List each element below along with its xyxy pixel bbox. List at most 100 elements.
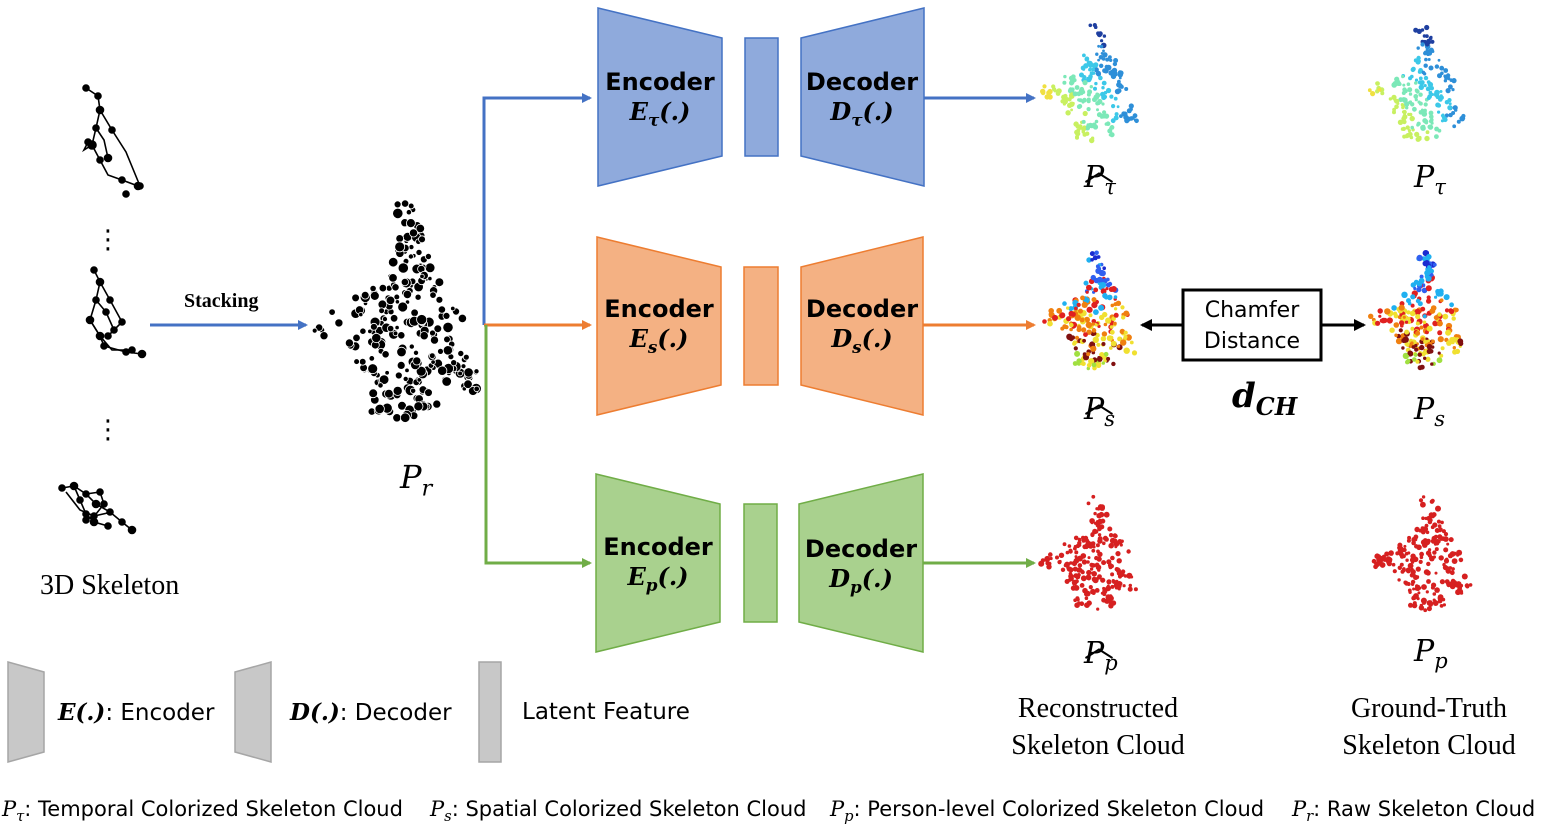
cloud-point <box>1437 58 1441 62</box>
cloud-point <box>1074 335 1080 340</box>
cloud-point <box>1430 538 1436 544</box>
cloud-point <box>1440 520 1444 525</box>
cloud-point <box>410 308 419 317</box>
cloud-point <box>1397 578 1401 582</box>
cloud-point <box>1056 88 1062 94</box>
cloud-point <box>1416 46 1420 50</box>
cloud-point <box>1096 607 1100 611</box>
cloud-point <box>1098 269 1105 277</box>
cloud-point <box>1094 588 1100 593</box>
cloud-point <box>463 367 474 378</box>
cloud-point <box>1374 561 1378 565</box>
cloud-point <box>1422 350 1427 356</box>
cloud-point <box>1052 314 1058 321</box>
decoder-spatial-block <box>800 236 924 416</box>
cloud-point <box>1405 558 1409 562</box>
cloud-point <box>1443 294 1450 301</box>
cloud-point <box>1411 540 1416 546</box>
cloud-point <box>1426 343 1433 350</box>
cloud-point <box>1120 339 1127 346</box>
cloud-point <box>1428 90 1433 95</box>
cloud-point <box>1456 553 1460 557</box>
cloud-point <box>1391 82 1397 88</box>
cloud-point <box>1423 63 1428 68</box>
cloud-point <box>1116 88 1122 94</box>
legend-encoder-shape <box>7 661 45 763</box>
cloud-point <box>1446 340 1452 346</box>
cloud-point <box>1106 584 1110 588</box>
cloud-point <box>1132 113 1138 119</box>
cloud-point <box>1415 321 1420 326</box>
cloud-point <box>1079 583 1085 588</box>
cloud-point <box>1429 268 1434 274</box>
cloud-point <box>1102 311 1108 318</box>
cloud-point <box>1426 38 1431 44</box>
cloud-point <box>1437 330 1443 336</box>
cloud-point <box>1418 76 1423 81</box>
cloud-point <box>1422 599 1427 604</box>
cloud-point <box>1106 87 1112 94</box>
cloud-point <box>1421 70 1426 75</box>
cloud-point <box>1060 567 1066 572</box>
cloud-point <box>1427 124 1434 130</box>
cloud-point <box>1118 70 1124 76</box>
cloud-point <box>1437 320 1443 327</box>
ground-truth-person-cloud <box>1371 495 1473 613</box>
cloud-point <box>1397 565 1403 570</box>
cloud-point <box>1089 251 1095 257</box>
cloud-point <box>1415 314 1421 320</box>
cloud-point <box>1402 352 1410 360</box>
cloud-point <box>1421 495 1426 499</box>
cloud-point <box>1105 277 1110 282</box>
cloud-point <box>1101 361 1106 365</box>
cloud-point <box>1086 501 1091 506</box>
cloud-point <box>1442 313 1449 320</box>
cloud-point <box>1425 130 1430 135</box>
cloud-point <box>1437 336 1444 343</box>
cloud-point <box>1093 86 1097 91</box>
cloud-point <box>1410 326 1415 331</box>
cloud-point <box>367 328 373 335</box>
cloud-point <box>1461 573 1468 580</box>
cloud-point <box>394 324 400 331</box>
cloud-point <box>1113 295 1118 299</box>
cloud-point <box>1384 308 1391 315</box>
cloud-point <box>1068 548 1073 553</box>
cloud-point <box>1425 590 1429 594</box>
cloud-point <box>1391 562 1396 567</box>
cloud-point <box>1076 302 1081 307</box>
cloud-point <box>1081 301 1088 308</box>
cloud-point <box>1091 302 1098 309</box>
cloud-point <box>1452 105 1458 111</box>
cloud-point <box>1113 58 1119 63</box>
cloud-point <box>442 321 454 333</box>
cloud-point <box>1086 569 1092 576</box>
cloud-point <box>427 275 433 282</box>
cloud-point <box>1411 345 1416 349</box>
cloud-point <box>1420 306 1426 312</box>
cloud-point <box>1468 583 1473 587</box>
cloud-point <box>378 374 390 385</box>
cloud-point <box>1101 80 1107 86</box>
latent-person-block <box>743 503 778 623</box>
cloud-point <box>1368 313 1374 319</box>
cloud-point <box>1419 344 1425 351</box>
cloud-point <box>1044 94 1050 100</box>
cloud-point <box>1084 125 1091 131</box>
cloud-point <box>1133 118 1137 122</box>
cloud-point <box>1444 113 1449 118</box>
cloud-point <box>1424 260 1430 266</box>
cloud-point <box>1405 567 1411 573</box>
cloud-point <box>1394 333 1398 338</box>
ground-truth-spatial-cloud <box>1368 250 1464 371</box>
cloud-point <box>1074 85 1080 90</box>
cloud-point <box>1434 534 1438 539</box>
cloud-point <box>1452 124 1457 129</box>
cloud-point <box>1108 603 1114 609</box>
cloud-point <box>358 357 367 366</box>
cloud-point <box>1426 80 1431 84</box>
cloud-point <box>1077 563 1083 568</box>
cloud-point <box>1413 58 1418 63</box>
cloud-point <box>1414 538 1418 542</box>
cloud-point <box>408 228 418 238</box>
